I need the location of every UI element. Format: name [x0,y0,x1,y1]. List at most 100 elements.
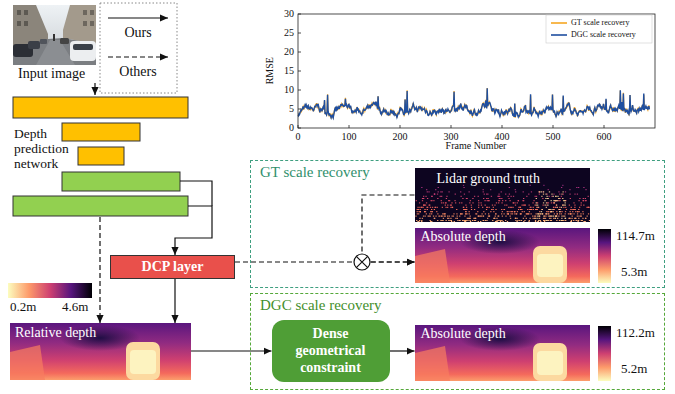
lidar-point [555,218,556,219]
lidar-point [506,205,507,206]
label-anchor: 10 [284,84,294,96]
lidar-point [588,207,589,208]
lidar-point [551,220,552,221]
lidar-point [438,187,439,188]
lidar-point [524,216,525,217]
lidar-point [430,200,431,201]
input-photo-polygon [13,5,48,47]
lidar-point [541,211,542,212]
colorbar-value: 5.2m [621,362,647,377]
label-anchor: 5.3m [621,265,647,280]
lidar-point [440,196,441,197]
legend-text: DGC scale recovery [571,30,636,39]
lidar-point [507,211,508,212]
lidar-point [558,191,559,192]
lidar-point [454,221,455,222]
lidar-point [522,200,523,201]
lidar-point [554,213,555,214]
lidar-point [555,196,556,197]
lidar-point [550,220,551,221]
lidar-point [487,194,488,195]
lidar-point [556,200,557,201]
lidar-point [532,202,533,203]
absolute-depth-image-path [415,249,450,283]
lidar-point [515,218,516,219]
lidar-point [465,211,466,212]
lidar-point [453,213,454,214]
lidar-point [470,200,471,201]
lidar-point [581,202,582,203]
dgc-scale-panel-text: DGC scale recovery [260,297,673,314]
lidar-point [538,216,539,217]
lidar-point [558,198,559,199]
lidar-point [518,200,519,201]
lidar-point [501,220,502,221]
lidar-point [418,209,419,210]
lidar-point [541,213,542,214]
lidar-point [524,211,525,212]
lidar-point [555,207,556,208]
lidar-point [483,216,484,217]
lidar-point [561,211,562,212]
dgc-scale-panel: DGC scale recoveryDense geometrical cons… [250,293,665,390]
lidar-point [432,211,433,212]
dense-constraint-box: Dense geometrical constraint [272,320,390,382]
lidar-point [474,209,475,210]
lidar-point [558,198,559,199]
lidar-point [559,211,560,212]
lidar-point [421,207,422,208]
lidar-point [422,198,423,199]
lidar-point [578,218,579,219]
lidar-point [434,207,435,208]
lidar-point [418,221,419,222]
lidar-point [555,200,556,201]
lidar-point [555,200,556,201]
lidar-point [534,205,535,206]
solid-arrow [94,83,95,95]
lidar-point [498,196,499,197]
lidar-point [466,198,467,199]
lidar-point [441,202,442,203]
lidar-point [582,211,583,212]
lidar-point [482,207,483,208]
lidar-point [561,218,562,219]
lidar-point [514,202,515,203]
lidar-point [548,213,549,214]
relative-depth-map-text: Relative depth [15,325,196,341]
lidar-point [417,209,418,210]
lidar-point [556,220,557,221]
lidar-point [551,202,552,203]
lidar-point [539,218,540,219]
lidar-point [569,205,570,206]
lidar-point [473,218,474,219]
lidar-point [460,191,461,192]
lidar-point [545,194,546,195]
lidar-point [501,198,502,199]
lidar-point [561,213,562,214]
lidar-point [418,211,419,212]
input-photo-rect [17,21,21,26]
lidar-point [571,213,572,214]
lidar-point [566,209,567,210]
lidar-point [555,216,556,217]
lidar-point [539,216,540,217]
lidar-point [513,202,514,203]
multiply-symbol-circle [354,254,370,270]
lidar-point [548,220,549,221]
lidar-point [457,218,458,219]
lidar-point [528,213,529,214]
lidar-point [451,202,452,203]
lidar-point [537,221,538,222]
lidar-point [448,220,449,221]
lidar-point [483,211,484,212]
lidar-point [578,216,579,217]
lidar-point [530,209,531,210]
lidar-point [549,218,550,219]
label-anchor: 100 [342,131,357,143]
lidar-point [488,213,489,214]
lidar-point [540,221,541,222]
lidar-point [480,202,481,203]
lidar-point [502,211,503,212]
lidar-point [537,221,538,222]
solid-arrow [191,350,272,351]
